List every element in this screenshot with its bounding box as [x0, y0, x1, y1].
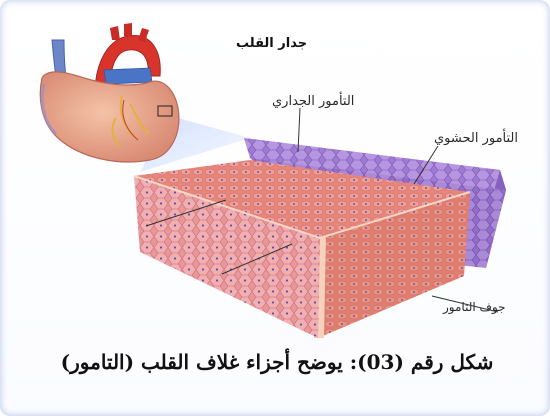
- myocardium-block: [134, 160, 470, 338]
- label-parietal-pericardium: التأمور الجداري: [272, 94, 354, 109]
- label-visceral-pericardium: التأمور الحشوي: [434, 131, 518, 146]
- heart-illustration: [40, 23, 179, 162]
- figure-caption: شكل رقم (03): يوضح أجزاء غلاف القلب (الت…: [24, 350, 530, 374]
- label-pericardial-cavity: جوف التامور: [443, 300, 506, 314]
- diagram-title: جدار القلب: [236, 36, 307, 51]
